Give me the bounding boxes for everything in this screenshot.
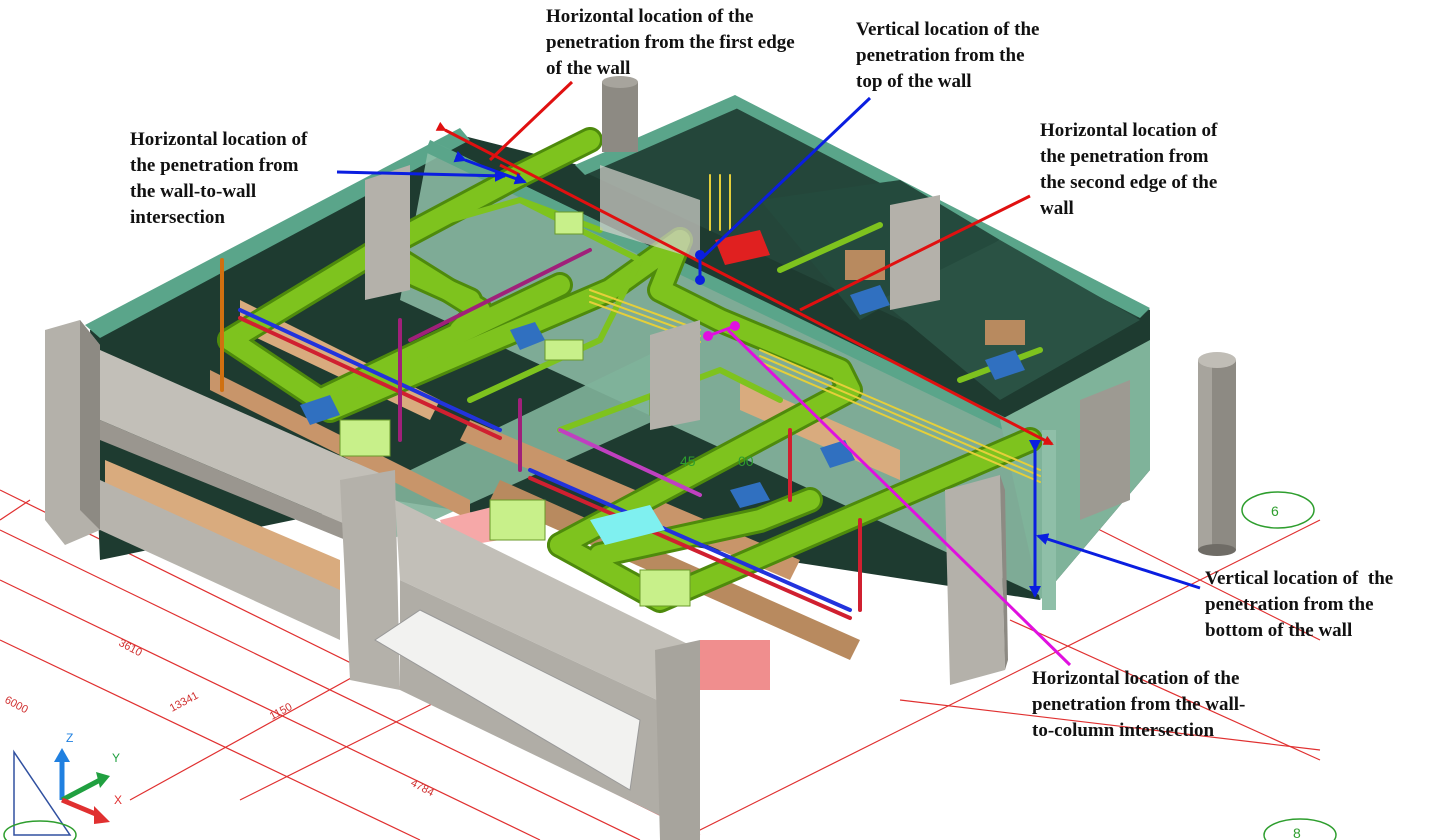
axis-z-label: Z xyxy=(66,731,73,745)
bottom-leader xyxy=(1036,533,1201,590)
second-edge-leader xyxy=(799,194,1031,312)
label-vertical-bottom: Vertical location of the penetration fro… xyxy=(1205,568,1394,641)
dimension-3610: 3610 xyxy=(117,637,144,659)
annotation-arrows xyxy=(336,80,1201,667)
label-horizontal-second-edge: Horizontal location of the penetration f… xyxy=(1040,120,1218,219)
axis-y-label: Y xyxy=(112,751,120,765)
ucs-axis-icon: Z Y X xyxy=(3,731,122,840)
label-horizontal-wall-to-wall: Horizontal location of the penetration f… xyxy=(130,129,308,228)
model-text-45: 45 xyxy=(680,453,696,469)
dimension-4784: 4784 xyxy=(409,777,436,799)
wall-to-wall-leader xyxy=(336,169,507,182)
wall-column-leader xyxy=(726,328,1072,667)
wall-length-arrow xyxy=(435,121,1054,446)
svg-text:6: 6 xyxy=(1271,503,1279,519)
svg-text:8: 8 xyxy=(1293,825,1301,840)
grid-bubble-6: 6 xyxy=(1241,491,1315,529)
dimension-6000: 6000 xyxy=(3,694,30,716)
grid-bubble-8: 8 xyxy=(1263,818,1337,840)
dimension-13341: 13341 xyxy=(168,690,201,715)
first-edge-leader xyxy=(488,80,574,162)
label-horizontal-wall-to-column: Horizontal location of the penetration f… xyxy=(1032,668,1246,741)
label-vertical-top: Vertical location of the penetration fro… xyxy=(856,19,1040,92)
axis-x-label: X xyxy=(114,793,122,807)
label-horizontal-first-edge: Horizontal location of the penetration f… xyxy=(546,6,795,79)
top-leader xyxy=(700,96,872,260)
model-text-00: 00 xyxy=(738,453,754,469)
